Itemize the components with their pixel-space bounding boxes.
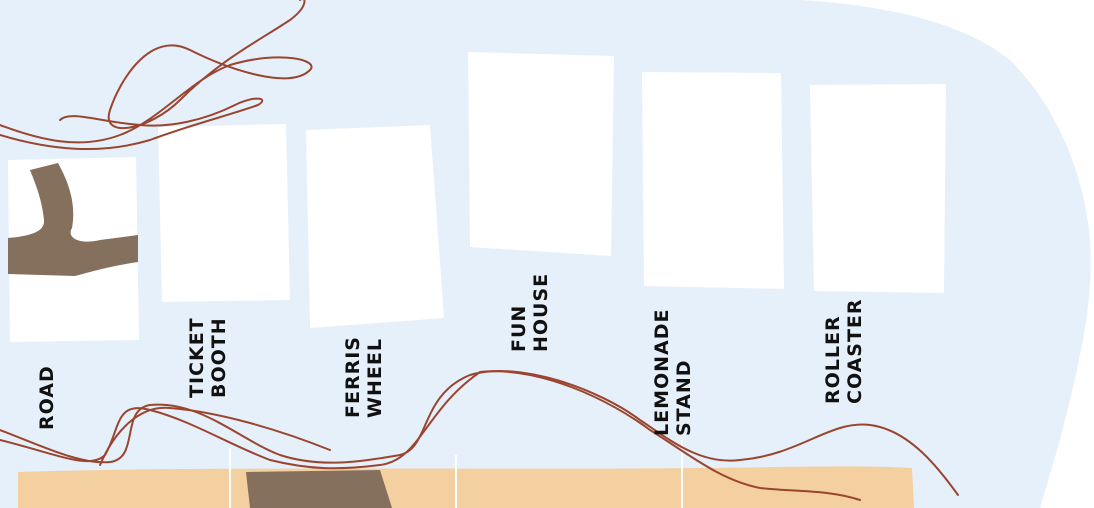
card-roller-coaster <box>810 84 946 293</box>
label-road: ROAD <box>36 365 58 430</box>
card-ferris-wheel <box>306 125 444 328</box>
label-lemonade-stand: LEMONADE STAND <box>651 308 695 436</box>
label-ferris-wheel: FERRIS WHEEL <box>342 336 386 418</box>
card-ticket-booth <box>158 124 290 302</box>
sand-road-shape <box>246 470 392 508</box>
label-fun-house: FUN HOUSE <box>508 273 552 352</box>
label-ticket-booth: TICKET BOOTH <box>186 317 230 398</box>
label-roller-coaster: ROLLER COASTER <box>822 298 866 404</box>
card-lemonade-stand <box>642 72 784 289</box>
card-fun-house <box>468 52 614 256</box>
sand-strip <box>18 466 914 508</box>
